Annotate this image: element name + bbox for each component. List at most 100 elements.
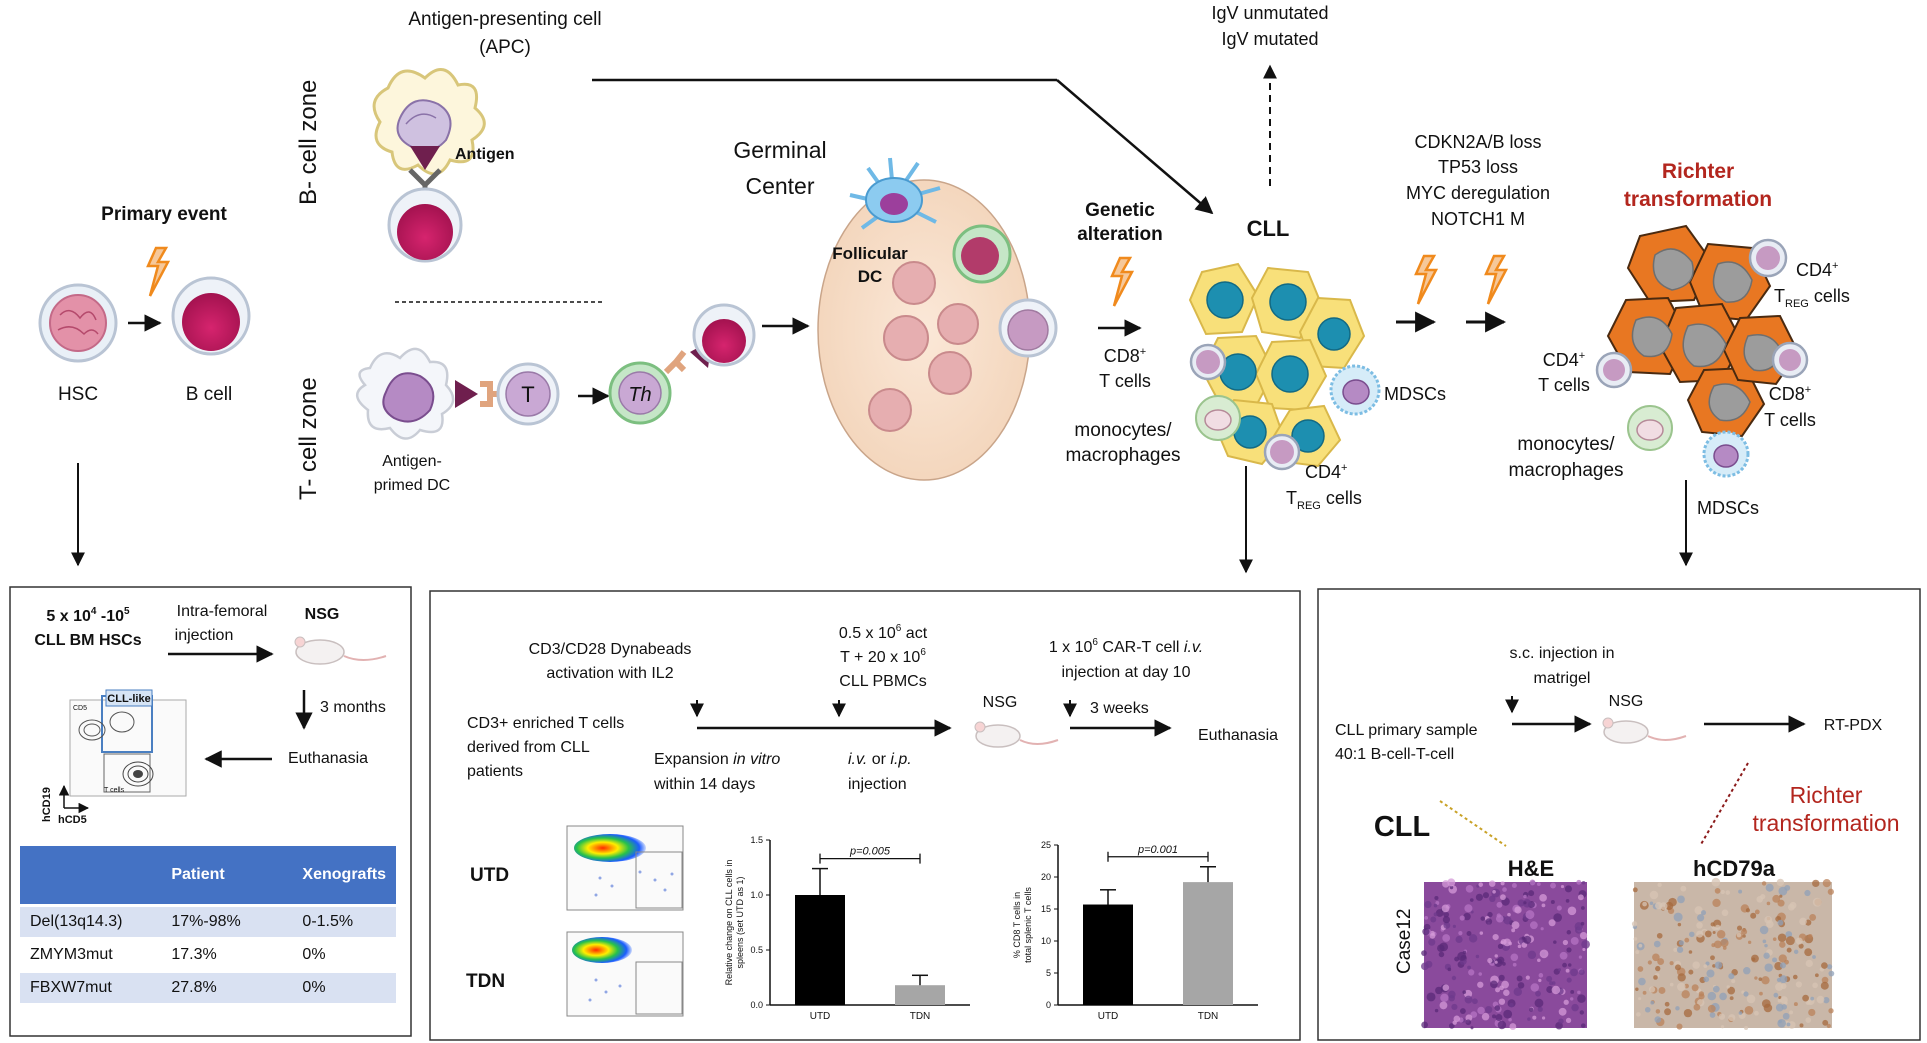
- table-cell: Del(13q14.3): [20, 907, 162, 937]
- tissue-dot: [1529, 1007, 1534, 1012]
- tissue-dot: [1565, 899, 1570, 903]
- tissue-dot: [1525, 910, 1535, 920]
- cd8-t-cell: [1189, 343, 1227, 381]
- tissue-dot: [1546, 985, 1554, 994]
- tissue-dot: [1470, 910, 1474, 914]
- tissue-dot: [1680, 885, 1687, 892]
- tissue-dot: [1711, 877, 1721, 887]
- tissue-dot: [1738, 889, 1743, 894]
- tissue-dot: [1477, 981, 1484, 988]
- tissue-dot: [1478, 972, 1483, 976]
- tissue-dot: [1761, 881, 1767, 886]
- tissue-dot: [1678, 940, 1685, 946]
- tissue-dot: [1437, 944, 1445, 952]
- cll-label: CLL: [1374, 811, 1430, 843]
- tissue-dot: [1673, 912, 1683, 922]
- table-row: Del(13q14.3) 17%-98% 0-1.5%: [20, 907, 396, 937]
- tissue-dot: [1451, 1003, 1458, 1011]
- gene-3: MYC deregulation: [1406, 183, 1550, 203]
- treg-cell: [1748, 238, 1788, 278]
- t-cell-zone-label: T- cell zone: [295, 377, 322, 500]
- tissue-dot: [1742, 934, 1746, 938]
- tissue-dot: [1681, 990, 1690, 999]
- cd8-t-cell: [1771, 341, 1809, 379]
- tissue-dot: [1761, 976, 1770, 985]
- tissue-dot: [1677, 982, 1686, 992]
- tissue-dot: [1528, 890, 1535, 897]
- tissue-dot: [1822, 878, 1831, 888]
- tissue-dot: [1746, 994, 1756, 1004]
- antigen-primed-label-2: primed DC: [374, 477, 450, 494]
- tissue-dot: [1765, 883, 1774, 892]
- tissue-dot: [1511, 921, 1520, 930]
- tissue-dot: [1707, 1004, 1716, 1013]
- sc-injection-label-2: matrigel: [1534, 670, 1591, 687]
- p-value-label: p=0.005: [849, 846, 891, 858]
- tissue-dot: [1704, 930, 1712, 938]
- tissue-dot: [1549, 981, 1554, 986]
- tissue-dot: [1648, 986, 1656, 993]
- tissue-dot: [1726, 985, 1730, 989]
- y-tick-label: 0: [1046, 1000, 1051, 1010]
- tissue-dot: [1570, 936, 1579, 945]
- tissue-dot: [1710, 955, 1715, 961]
- tissue-dot: [1490, 980, 1498, 989]
- tissue-dot: [1812, 879, 1820, 888]
- tissue-dot: [1466, 931, 1472, 936]
- dose-label: 5 x 104 -105: [46, 606, 130, 625]
- utd-label: UTD: [470, 865, 509, 886]
- tissue-dot: [1812, 897, 1822, 907]
- tissue-dot: [1551, 985, 1561, 995]
- tissue-dot: [1772, 957, 1778, 963]
- sample-label-1: CLL primary sample: [1335, 722, 1478, 739]
- tissue-dot: [1821, 976, 1829, 984]
- tissue-dot: [1497, 943, 1504, 949]
- tissue-dot: [1511, 883, 1517, 888]
- tissue-dot: [1530, 983, 1540, 992]
- tissue-dot: [1498, 974, 1505, 981]
- mdscs-label: MDSCs: [1384, 384, 1446, 404]
- tissue-dot: [1496, 901, 1503, 908]
- tissue-dot: [1786, 947, 1792, 953]
- tissue-dot: [1577, 894, 1584, 901]
- tissue-dot: [1567, 906, 1577, 916]
- tissue-dot: [1562, 962, 1567, 968]
- tissue-dot: [1513, 987, 1523, 996]
- tissue-dot: [1484, 1005, 1493, 1014]
- tissue-dot: [1482, 892, 1490, 899]
- tissue-dot: [1558, 1018, 1564, 1024]
- tissue-dot: [1475, 893, 1483, 901]
- he-histology-image: [1421, 878, 1590, 1030]
- tissue-dot: [1689, 931, 1695, 938]
- tissue-dot: [1479, 931, 1484, 935]
- igv-unmutated-label: IgV unmutated: [1211, 3, 1328, 23]
- antigen-triangle: [410, 146, 440, 170]
- tissue-dot: [1725, 890, 1731, 895]
- tissue-dot: [1631, 921, 1638, 927]
- gate-tcells-label: T cells: [104, 787, 125, 794]
- antigen-primed-dc: [356, 347, 455, 440]
- tissue-dot: [1789, 1010, 1794, 1015]
- tissue-dot: [1775, 1003, 1784, 1012]
- y-tick-label: 10: [1041, 936, 1051, 946]
- tissue-dot: [1507, 912, 1511, 917]
- tissue-dot: [1812, 982, 1818, 989]
- tissue-dot: [1696, 922, 1703, 929]
- tissue-dot: [1509, 1002, 1514, 1008]
- tissue-dot: [1556, 905, 1562, 911]
- tissue-dot: [1777, 1018, 1786, 1028]
- tissue-dot: [1527, 950, 1537, 960]
- tissue-dot: [1659, 902, 1668, 910]
- tissue-dot: [1495, 1014, 1503, 1021]
- tissue-dot: [1571, 1003, 1579, 1012]
- tissue-dot: [1580, 906, 1585, 910]
- tissue-dot: [1777, 899, 1785, 907]
- table-row: FBXW7mut 27.8% 0%: [20, 973, 396, 1003]
- tissue-dot: [1650, 1000, 1655, 1005]
- act-label-2: T + 20 x 106: [840, 647, 926, 666]
- tissue-dot: [1677, 895, 1685, 904]
- x-tick-label: UTD: [810, 1011, 831, 1022]
- y-axis-label: hCD19: [41, 787, 53, 822]
- tissue-dot: [1793, 1002, 1798, 1007]
- bar: [1083, 904, 1133, 1005]
